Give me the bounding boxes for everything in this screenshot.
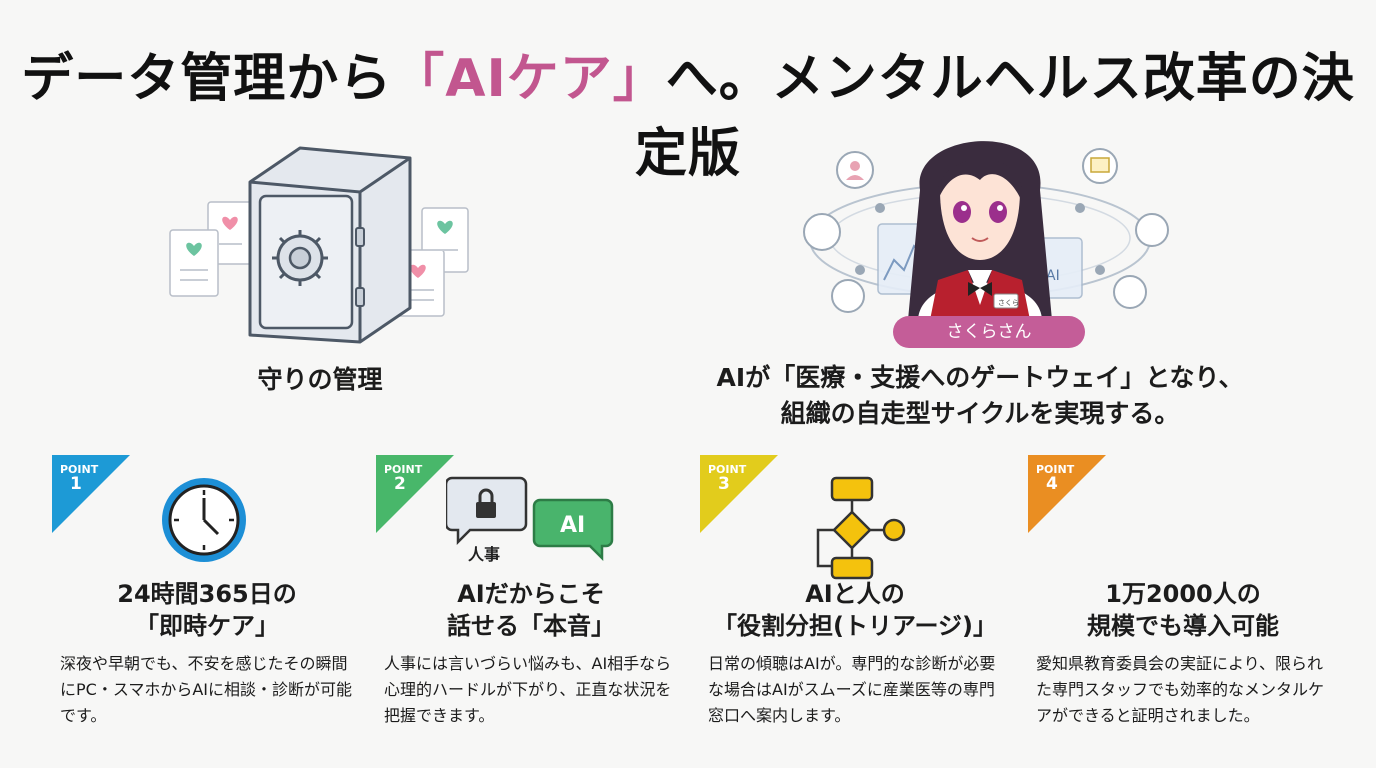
badge-number: 3 xyxy=(718,474,730,494)
badge-shape xyxy=(1028,455,1106,533)
badge-number: 4 xyxy=(1046,474,1058,494)
title-after: へ。メンタルヘルス改革の決定版 xyxy=(634,49,1355,184)
clock-icon xyxy=(142,470,312,580)
point-title-line1: AIと人の xyxy=(805,580,905,608)
badge-label: POINT xyxy=(384,463,423,476)
chat-lock-icon: 人事 AI xyxy=(444,470,616,580)
point-body: 愛知県教育委員会の実証により、限られた専門スタッフでも効率的なメンタルケアができ… xyxy=(1036,654,1325,725)
svg-text:さくら: さくら xyxy=(998,299,1019,307)
badge-shape xyxy=(52,455,130,533)
svg-text:AI: AI xyxy=(1046,268,1060,284)
title-before: データ管理から xyxy=(21,49,393,109)
point-body: 日常の傾聴はAIが。専門的な診断が必要な場合はAIがスムーズに産業医等の専門窓口… xyxy=(708,654,996,725)
point-body: 人事には言いづらい悩みも、AI相手なら心理的ハードルが下がり、正直な状況を把握で… xyxy=(384,654,672,725)
badge-shape xyxy=(376,455,454,533)
badge-label: POINT xyxy=(708,463,747,476)
ai-character-illustration: AI さくら xyxy=(790,120,1170,360)
title-accent: 「AIケア」 xyxy=(392,49,666,109)
hero-right-caption-line1: AIが「医療・支援へのゲートウェイ」となり、 xyxy=(716,363,1244,392)
badge-label: POINT xyxy=(60,463,99,476)
badge-shape xyxy=(700,455,778,533)
point-title-line1: 1万2000人の xyxy=(1105,580,1261,608)
point-title-line2: 「役割分担(トリアージ)」 xyxy=(712,612,998,640)
point-title-line1: 24時間365日の xyxy=(117,580,297,608)
point-title-line2: 話せる「本音」 xyxy=(447,612,615,640)
point-title-line1: AIだからこそ xyxy=(457,580,605,608)
safe-illustration xyxy=(160,140,480,350)
point-title-line2: 「即時ケア」 xyxy=(135,612,279,640)
badge-label: POINT xyxy=(1036,463,1075,476)
badge-number: 2 xyxy=(394,474,406,494)
point-title: AIと人の 「役割分担(トリアージ)」 xyxy=(700,578,1010,642)
hero-right-caption-line2: 組織の自走型サイクルを実現する。 xyxy=(780,399,1180,428)
svg-text:AI: AI xyxy=(560,513,585,538)
point-body: 深夜や早朝でも、不安を感じたその瞬間にPC・スマホからAIに相談・診断が可能です… xyxy=(60,654,353,725)
page-title: データ管理から「AIケア」へ。メンタルヘルス改革の決定版 xyxy=(0,36,1376,186)
character-name-label: さくらさん xyxy=(893,316,1085,348)
flowchart-icon xyxy=(810,470,980,580)
hero-right-caption: AIが「医療・支援へのゲートウェイ」となり、 組織の自走型サイクルを実現する。 xyxy=(700,360,1260,432)
point-title: AIだからこそ 話せる「本音」 xyxy=(376,578,686,642)
point-title-line2: 規模でも導入可能 xyxy=(1087,612,1279,640)
point-title: 24時間365日の 「即時ケア」 xyxy=(52,578,362,642)
badge-number: 1 xyxy=(70,474,82,494)
hero-left-caption: 守りの管理 xyxy=(257,365,383,394)
svg-text:人事: 人事 xyxy=(468,545,500,564)
point-title: 1万2000人の 規模でも導入可能 xyxy=(1028,578,1338,642)
